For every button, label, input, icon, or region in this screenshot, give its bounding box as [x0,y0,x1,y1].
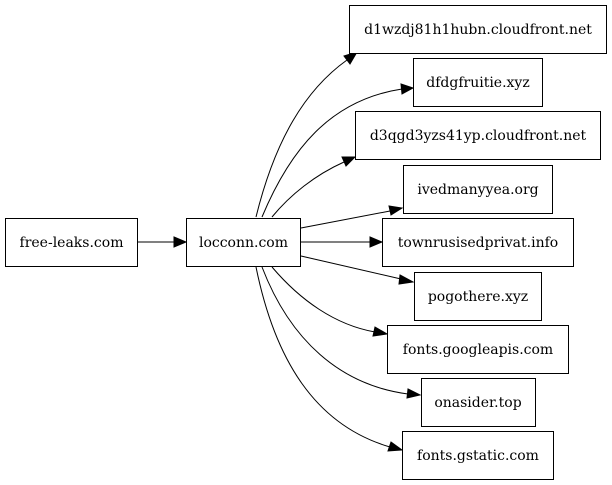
edge-locconn-to-pogothere [300,255,415,285]
node-locconn-label: locconn.com [199,235,288,251]
node-ivedmanyyea: ivedmanyyea.org [403,165,553,214]
edge-locconn-to-fonts-gstatic [255,266,404,452]
node-cloudfront-2: d3qgd3yzs41yp.cloudfront.net [355,111,601,160]
node-pogothere-label: pogothere.xyz [428,289,528,305]
edge-locconn-to-cloudfront-1 [255,51,359,218]
node-ivedmanyyea-label: ivedmanyyea.org [417,182,538,198]
node-onasider-label: onasider.top [434,395,521,411]
edge-locconn-to-fonts-googleapis [271,266,389,337]
node-cloudfront-1: d1wzdj81h1hubn.cloudfront.net [349,5,607,54]
edge-locconn-to-cloudfront-2 [271,156,357,218]
node-fonts-gstatic-label: fonts.gstatic.com [417,448,539,464]
node-onasider: onasider.top [421,378,536,427]
node-dfdgfruitie: dfdgfruitie.xyz [413,58,543,107]
node-free-leaks: free-leaks.com [5,218,138,267]
node-townrusisedprivat-label: townrusisedprivat.info [398,235,558,251]
node-cloudfront-1-label: d1wzdj81h1hubn.cloudfront.net [364,22,592,38]
node-townrusisedprivat: townrusisedprivat.info [382,218,574,267]
node-pogothere: pogothere.xyz [414,272,542,321]
edge-locconn-to-dfdgfruitie [261,83,415,218]
edge-locconn-to-townrusisedprivat [301,236,384,248]
node-cloudfront-2-label: d3qgd3yzs41yp.cloudfront.net [370,128,587,144]
edge-locconn-to-ivedmanyyea [300,205,404,229]
node-locconn: locconn.com [186,218,301,267]
node-fonts-googleapis: fonts.googleapis.com [387,325,569,374]
node-fonts-gstatic: fonts.gstatic.com [402,431,554,480]
node-dfdgfruitie-label: dfdgfruitie.xyz [426,75,529,91]
edge-locconn-to-onasider [261,266,422,399]
node-free-leaks-label: free-leaks.com [20,235,124,251]
node-fonts-googleapis-label: fonts.googleapis.com [403,342,553,358]
edge-free-leaks-to-locconn [138,236,188,248]
nodes: free-leaks.com locconn.com d1wzdj81h1hub… [5,5,607,480]
